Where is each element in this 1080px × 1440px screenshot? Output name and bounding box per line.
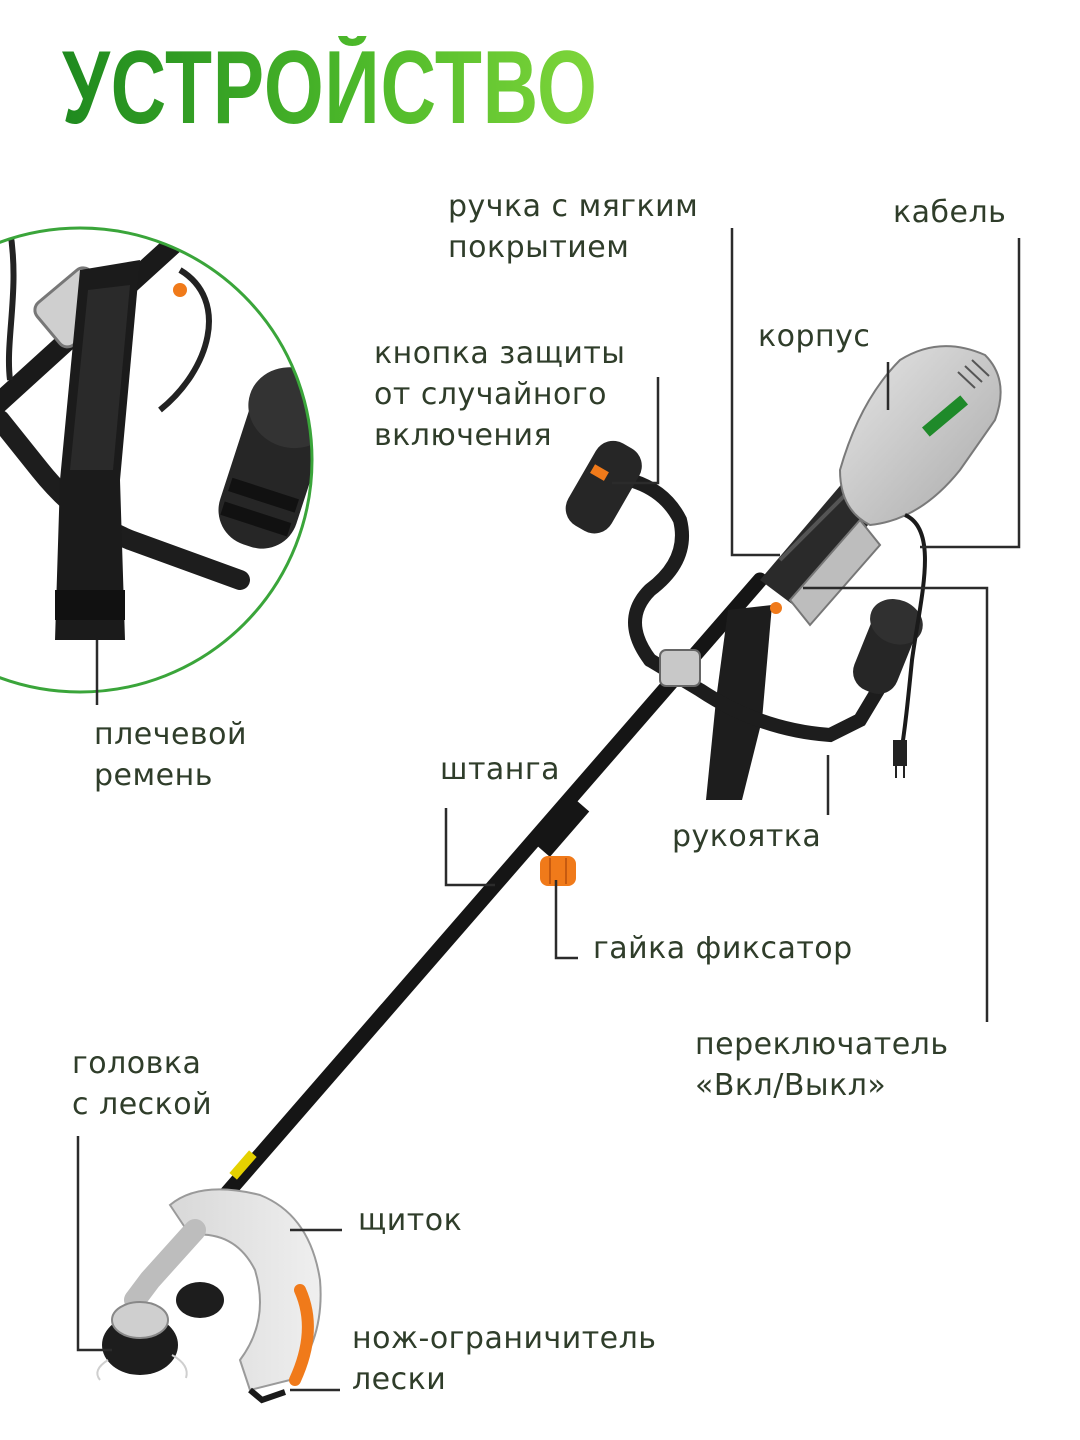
label-line: лески bbox=[352, 1362, 447, 1397]
label-line: покрытием bbox=[448, 230, 630, 265]
label-line-head: головка с леской bbox=[72, 1043, 212, 1125]
label-line: от случайного bbox=[374, 377, 607, 412]
label-shoulder-strap: плечевой ремень bbox=[94, 714, 247, 796]
leader-lines bbox=[76, 228, 1021, 1392]
trimmer bbox=[96, 345, 1002, 1404]
label-power-switch: переключатель «Вкл/Выкл» bbox=[695, 1024, 949, 1106]
lock-nut-knob bbox=[540, 856, 576, 886]
label-handle-soft: ручка с мягким покрытием bbox=[448, 186, 698, 268]
label-line: «Вкл/Выкл» bbox=[695, 1068, 887, 1103]
leader-switch bbox=[803, 586, 989, 1022]
leader-handle-soft bbox=[730, 228, 780, 557]
label-line: ремень bbox=[94, 758, 213, 793]
label-handlebar: рукоятка bbox=[672, 819, 822, 854]
label-guard: щиток bbox=[358, 1203, 463, 1238]
page-title: УСТРОЙСТВО bbox=[62, 30, 598, 146]
label-line: ручка с мягким bbox=[448, 189, 699, 224]
zoom-circle bbox=[0, 226, 314, 694]
label-shaft: штанга bbox=[440, 752, 561, 787]
label-line: нож-ограничитель bbox=[352, 1321, 657, 1356]
label-line-cutter: нож-ограничитель лески bbox=[352, 1318, 656, 1400]
label-line: головка bbox=[72, 1046, 202, 1081]
label-lock-nut: гайка фиксатор bbox=[593, 931, 853, 966]
leader-safety-button bbox=[612, 377, 660, 485]
label-line: плечевой bbox=[94, 717, 247, 752]
leader-line-head bbox=[76, 1136, 112, 1352]
label-line: кнопка защиты bbox=[374, 336, 626, 371]
leader-cable bbox=[920, 238, 1021, 549]
label-line: включения bbox=[374, 418, 553, 453]
label-cable: кабель bbox=[893, 195, 1007, 230]
leader-shaft bbox=[444, 808, 495, 887]
label-line: с леской bbox=[72, 1087, 213, 1122]
label-line: переключатель bbox=[695, 1027, 949, 1062]
label-safety-button: кнопка защиты от случайного включения bbox=[374, 333, 626, 456]
label-body: корпус bbox=[758, 319, 871, 354]
leader-lock-nut bbox=[554, 880, 578, 960]
